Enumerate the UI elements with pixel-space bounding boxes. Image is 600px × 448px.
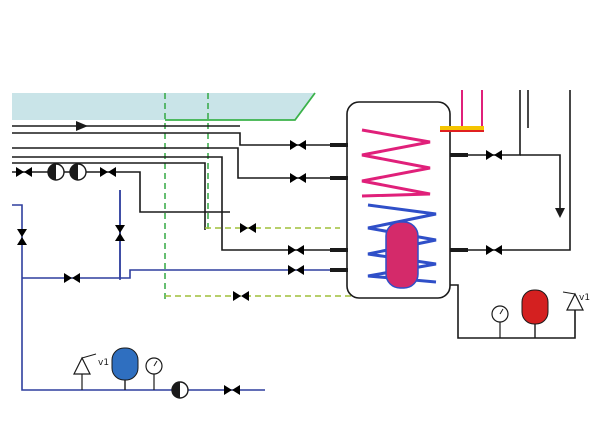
- right-pipe-drop: [520, 154, 561, 210]
- circulation-pump-icon-bottom[interactable]: [171, 381, 189, 399]
- right-bottom-pipe: [450, 284, 576, 339]
- tank-heater-insert: [385, 221, 419, 289]
- pressure-gauge-right-icon: [491, 305, 509, 323]
- right-pipe-upper: [468, 90, 521, 156]
- expansion-vessel-icon: [111, 347, 139, 381]
- pipe-fourth-left: [12, 156, 330, 251]
- tank-stub-3: [330, 248, 348, 252]
- tank-stub-2: [330, 176, 348, 180]
- relief-label-left: v1: [98, 358, 109, 368]
- pressure-gauge-icon: [145, 357, 163, 375]
- pipe-top-left: [12, 132, 330, 146]
- blue-pipe-loop: [12, 204, 265, 391]
- tank-stub-right-2: [450, 248, 468, 252]
- collector-edge: [165, 92, 316, 121]
- tank-stub-right-1: [450, 153, 468, 157]
- expansion-vessel-right-icon: [521, 289, 549, 325]
- hot-water-coil: [361, 128, 431, 198]
- pipe-fifth-left: [12, 162, 206, 230]
- blue-pipe-to-tank: [120, 269, 330, 279]
- storage-tank: [346, 101, 451, 299]
- safety-valve-right-icon: [562, 291, 584, 311]
- tank-stub-1: [330, 143, 348, 147]
- tank-stub-4: [330, 268, 348, 272]
- circulation-pump-icon[interactable]: [47, 163, 65, 181]
- right-pipe-loop: [468, 90, 571, 251]
- safety-valve-icon: [73, 353, 97, 375]
- pipe-pump-row: [12, 171, 230, 213]
- hot-supply-bar: [440, 126, 484, 131]
- solar-collector: [12, 93, 315, 120]
- relief-label-right: v1: [579, 293, 590, 303]
- circulation-pump-icon-2[interactable]: [69, 163, 87, 181]
- flow-arrow-icon: [76, 121, 88, 131]
- down-arrow-icon: [555, 208, 565, 218]
- pipe-second-left: [12, 147, 330, 179]
- blue-pipe-bypass: [22, 190, 121, 279]
